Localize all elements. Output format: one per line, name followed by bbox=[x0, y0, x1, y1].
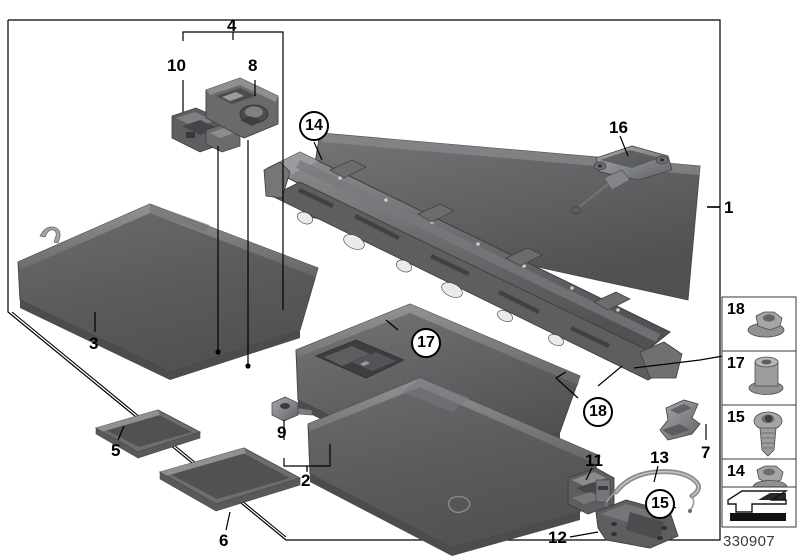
legend-num-18: 18 bbox=[727, 301, 745, 318]
frame-ribs bbox=[296, 160, 660, 342]
flange-nut-icon bbox=[747, 311, 785, 338]
callout-3: 3 bbox=[89, 334, 99, 353]
callout-5: 5 bbox=[111, 441, 121, 460]
part-2b-floor-panel-lower bbox=[307, 377, 601, 556]
panel-handle-loop bbox=[39, 226, 61, 244]
frame-slots bbox=[298, 188, 610, 348]
part-11-actuator-module bbox=[567, 467, 615, 515]
callout-9: 9 bbox=[277, 423, 287, 442]
part-13-release-cable bbox=[604, 469, 701, 513]
callout-2: 2 bbox=[301, 471, 311, 490]
torx-pan-screw-icon bbox=[753, 411, 783, 457]
callout-6: 6 bbox=[219, 531, 229, 550]
assembly-outline bbox=[7, 19, 721, 541]
legend-num-15: 15 bbox=[727, 409, 745, 426]
part-10-latch-mechanism bbox=[171, 107, 241, 153]
part-6-trim-strip-long bbox=[158, 447, 302, 512]
legend-num-14: 14 bbox=[727, 463, 745, 480]
callout-8: 8 bbox=[248, 56, 258, 75]
callout-4: 4 bbox=[227, 16, 237, 35]
callout-circle-17: 17 bbox=[411, 328, 441, 358]
grommet-icon bbox=[748, 356, 784, 395]
finger-recess bbox=[447, 495, 471, 514]
part-7-support-bracket bbox=[659, 399, 701, 441]
part-3-load-floor-panel-left bbox=[17, 203, 319, 380]
callout-11: 11 bbox=[585, 451, 603, 470]
callout-13: 13 bbox=[650, 448, 669, 467]
legend-direction-cell bbox=[721, 486, 797, 528]
callout-circle-15: 15 bbox=[645, 489, 675, 519]
callout-12: 12 bbox=[548, 528, 567, 547]
callout-1: 1 bbox=[724, 198, 734, 217]
frame-latch-blocks bbox=[329, 159, 631, 311]
frame-holes bbox=[297, 211, 564, 346]
leader-lines bbox=[94, 31, 747, 538]
callout-7: 7 bbox=[701, 443, 711, 462]
callout-16: 16 bbox=[609, 118, 628, 137]
part-16-vehicle-jack bbox=[571, 145, 673, 214]
callout-circle-14: 14 bbox=[299, 111, 329, 141]
part-8-latch-housing bbox=[205, 77, 279, 139]
part-14-center-frame-carrier bbox=[263, 132, 701, 381]
legend-num-17: 17 bbox=[727, 355, 745, 372]
part-9-hinge-tab bbox=[271, 396, 313, 422]
diagram-id-label: 330907 bbox=[723, 533, 775, 550]
callout-circle-18: 18 bbox=[583, 397, 613, 427]
part-5-trim-strip-short bbox=[94, 409, 202, 459]
callout-10: 10 bbox=[167, 56, 186, 75]
